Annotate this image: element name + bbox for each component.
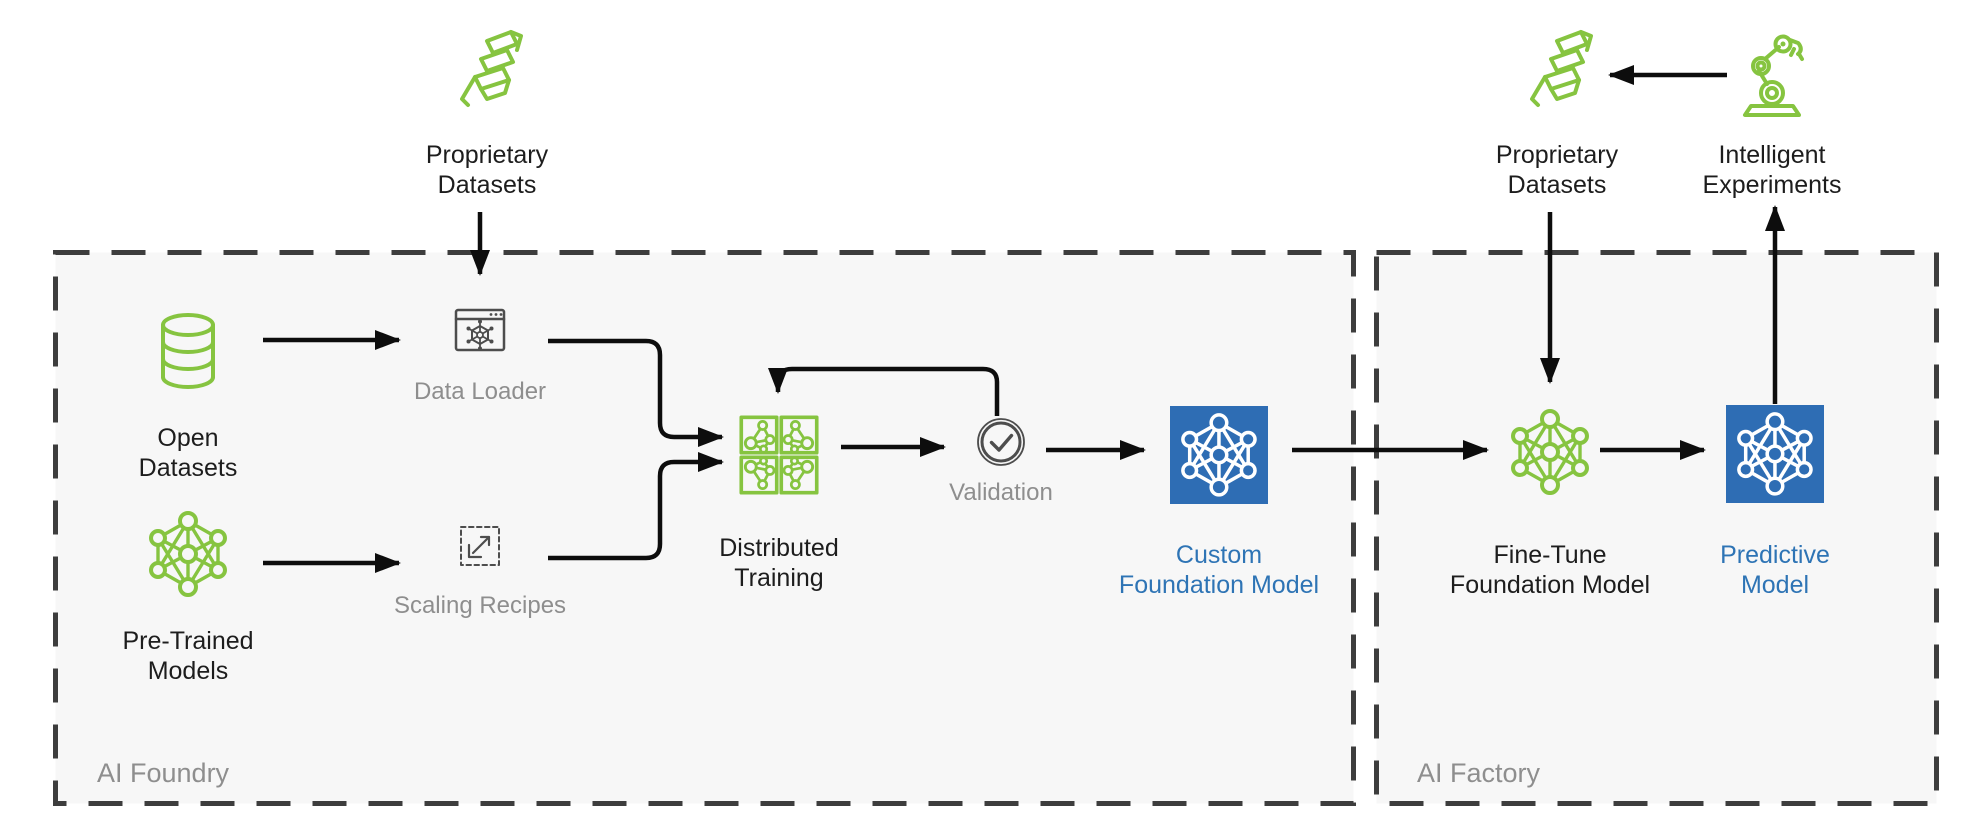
custom-foundation-model-label: Custom Foundation Model — [1118, 541, 1320, 599]
intelligent-experiments-label: Intelligent Experiments — [1702, 141, 1842, 199]
predictive-model-node — [1726, 405, 1824, 503]
fine-tune-foundation-model-label: Fine-Tune Foundation Model — [1449, 541, 1651, 599]
distributed-training-label: Distributed Training — [719, 534, 839, 592]
fine-tune-foundation-model-node — [1508, 408, 1592, 496]
blue-model-icon — [1726, 405, 1824, 503]
ai-factory-region — [1374, 250, 1939, 806]
blue-model-icon — [1170, 406, 1268, 504]
data-loader-node — [452, 302, 508, 358]
ribbon-dataset-icon — [1530, 30, 1593, 107]
neural-network-icon — [1511, 409, 1589, 495]
window-network-icon — [454, 308, 506, 352]
database-icon — [161, 313, 215, 389]
expand-arrow-icon — [460, 526, 500, 566]
intelligent-experiments-node — [1736, 28, 1808, 120]
arrow-validation-feedback-loop — [768, 366, 1000, 416]
ai-foundry-region — [53, 250, 1356, 806]
distributed-training-node — [739, 415, 819, 495]
validation-node — [975, 416, 1027, 468]
pre-trained-models-node — [146, 510, 230, 598]
proprietary-datasets-right-node — [1515, 25, 1599, 121]
checkmark-circle-icon — [977, 418, 1025, 466]
open-datasets-label: Open Datasets — [138, 424, 238, 482]
proprietary-datasets-right-label: Proprietary Datasets — [1495, 141, 1619, 199]
open-datasets-node — [156, 311, 220, 395]
neural-network-icon — [149, 511, 227, 597]
proprietary-datasets-left-node — [445, 25, 529, 121]
validation-label: Validation — [949, 479, 1053, 506]
scaling-recipes-node — [456, 522, 504, 570]
ribbon-dataset-icon — [460, 30, 523, 107]
grid-networks-icon — [739, 415, 819, 495]
robot-arm-icon — [1743, 34, 1804, 117]
proprietary-datasets-left-label: Proprietary Datasets — [425, 141, 549, 199]
arrow-data-loader-to-training — [548, 338, 724, 447]
ai-factory-label: AI Factory — [1417, 758, 1541, 788]
pre-trained-models-label: Pre-Trained Models — [122, 627, 254, 685]
custom-foundation-model-node — [1170, 406, 1268, 504]
predictive-model-label: Predictive Model — [1720, 541, 1830, 599]
scaling-recipes-label: Scaling Recipes — [393, 592, 567, 619]
arrow-scaling-to-training — [548, 452, 724, 561]
ai-foundry-label: AI Foundry — [97, 758, 230, 788]
data-loader-label: Data Loader — [413, 378, 547, 405]
